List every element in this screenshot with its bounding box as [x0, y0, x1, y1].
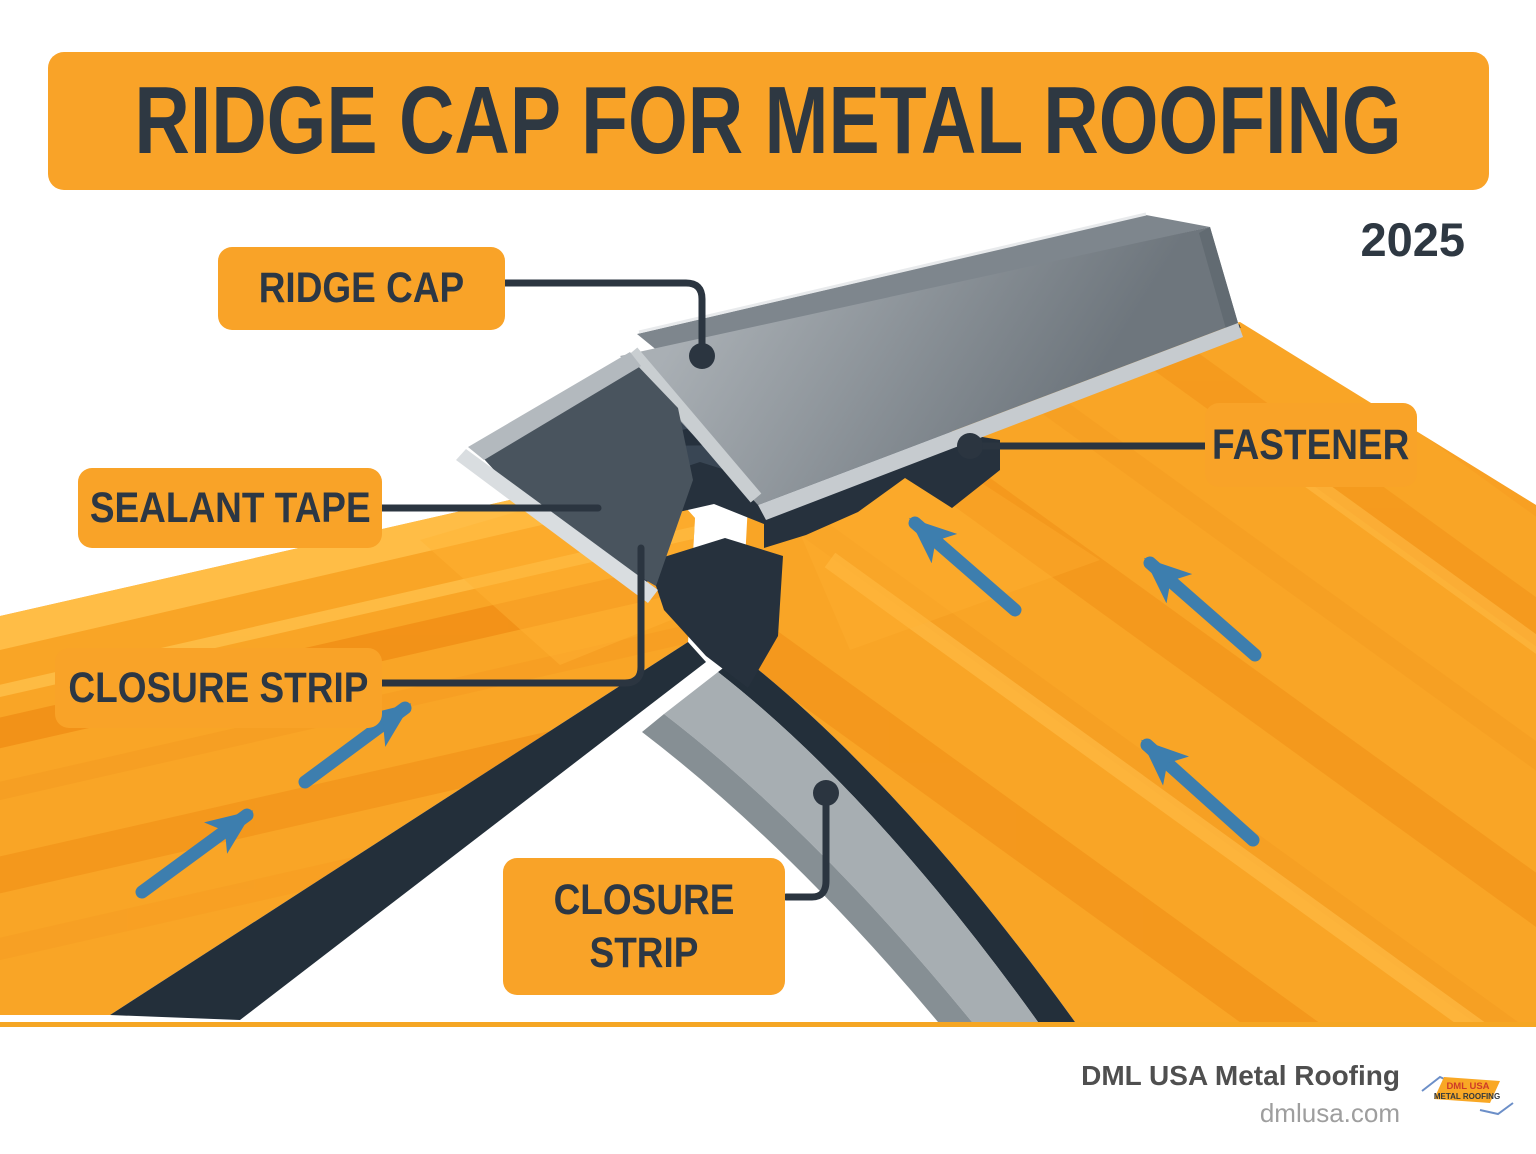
closure-under-apex-shape — [648, 538, 783, 688]
dml-logo-diamond — [1434, 1077, 1500, 1103]
callout-closure-strip-bottom: CLOSURE STRIP — [503, 858, 785, 995]
footer-company: DML USA Metal Roofing — [1081, 1060, 1400, 1091]
flow-arrow — [1143, 556, 1262, 662]
ridge-cap-inner-flange — [484, 362, 693, 586]
slope-arrows — [135, 516, 1262, 899]
callout-ridge-cap: RIDGE CAP — [218, 247, 505, 330]
callout-fastener: FASTENER — [1205, 403, 1417, 487]
flow-arrow — [135, 808, 254, 899]
ridge-cap-leader — [501, 279, 706, 348]
callout-fastener-label: FASTENER — [1212, 420, 1410, 469]
closure-bottom-leader — [782, 802, 830, 901]
eave-closure-band-dark — [642, 714, 972, 1022]
page-title: RIDGE CAP FOR METAL ROOFING — [134, 67, 1403, 174]
callout-ridge-cap-label: RIDGE CAP — [258, 264, 465, 312]
separator-line — [0, 1022, 1536, 1027]
leader-dot — [813, 780, 839, 806]
flow-arrow — [908, 516, 1022, 617]
right-panel-eave-line — [718, 655, 1075, 1022]
closure-left-leader — [376, 544, 645, 687]
callout-closure-strip-left: CLOSURE STRIP — [55, 648, 382, 728]
footer-website: dmlusa.com — [1259, 1098, 1400, 1128]
eave-closure-band-light — [664, 672, 1038, 1022]
dml-logo: DML USA METAL ROOFING — [1421, 1075, 1514, 1116]
callout-sealant-tape-label: SEALANT TAPE — [89, 483, 371, 532]
flow-arrow — [1140, 738, 1260, 847]
ridge-cap-shape — [456, 212, 1243, 603]
callout-closure-strip-bottom-label: CLOSURE STRIP — [553, 876, 735, 977]
left-panel-eave-shadow — [110, 642, 706, 1020]
title-banner: RIDGE CAP FOR METAL ROOFING — [48, 52, 1489, 190]
dml-logo-line2: METAL ROOFING — [1434, 1092, 1500, 1101]
callout-sealant-tape: SEALANT TAPE — [78, 468, 382, 548]
callout-closure-strip-left-label: CLOSURE STRIP — [68, 663, 369, 712]
callout-leaders — [376, 279, 1211, 901]
flow-arrow — [298, 701, 412, 789]
leader-dot — [957, 433, 983, 459]
leader-dot — [689, 343, 715, 369]
year-text: 2025 — [1360, 213, 1465, 266]
dml-logo-line1: DML USA — [1446, 1081, 1489, 1092]
